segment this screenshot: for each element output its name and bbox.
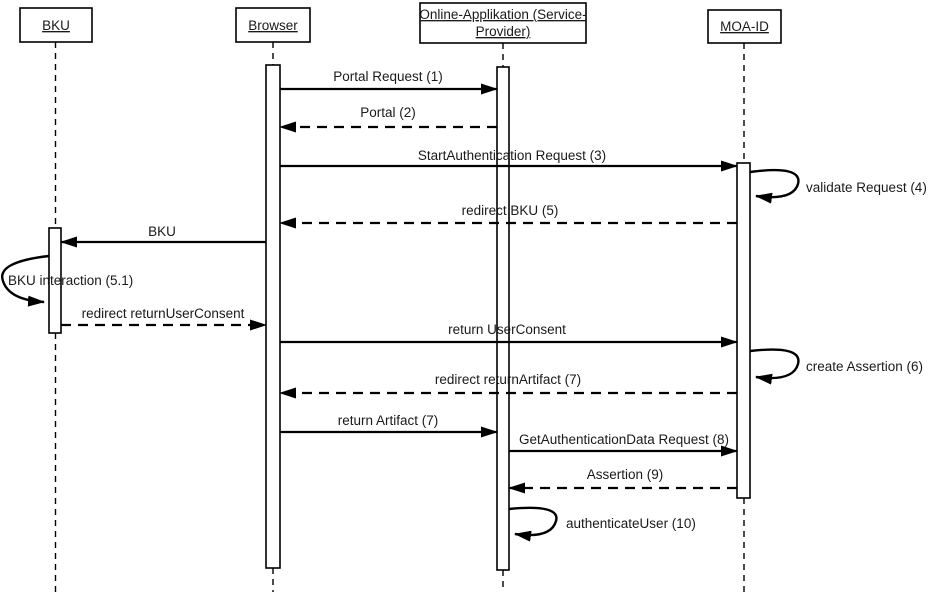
self-message-loop [749, 168, 800, 204]
actor-online-applikation: Online-Applikation (Service- Provider) [419, 2, 587, 44]
messages: Portal Request (1) Portal (2) StartAuthe… [1, 69, 927, 542]
message-redirect-return-user-consent: redirect returnUserConsent [61, 306, 267, 331]
actor-box-online-applikation [419, 2, 587, 44]
message-get-authentication-data-request: GetAuthenticationData Request (8) [509, 432, 738, 457]
message-label: BKU [148, 224, 176, 239]
message-label: authenticateUser (10) [566, 516, 696, 531]
activation-bar-browser [265, 64, 281, 569]
message-redirect-bku: redirect BKU (5) [279, 203, 737, 229]
actor-box-browser [235, 7, 311, 43]
message-validate-request: validate Request (4) [749, 168, 927, 204]
message-label: Portal (2) [360, 105, 416, 120]
actor-moa-id: MOA-ID [707, 9, 782, 44]
actor-heads: BKU Browser Online-Applikation (Service-… [19, 2, 782, 44]
message-return-user-consent: return UserConsent [280, 322, 738, 348]
message-portal-request: Portal Request (1) [280, 69, 498, 95]
message-label: BKU interaction (5.1) [8, 273, 133, 288]
actor-box-moa-id [707, 9, 782, 44]
message-label: validate Request (4) [806, 180, 927, 195]
message-label: return UserConsent [448, 322, 566, 337]
actor-label-online-applikation-line2: Provider) [476, 24, 531, 39]
message-label: Portal Request (1) [333, 69, 443, 84]
message-label: return Artifact (7) [338, 413, 439, 428]
message-label: StartAuthentication Request (3) [418, 148, 606, 163]
actor-label-online-applikation-line1: Online-Applikation (Service- [419, 7, 586, 22]
message-start-authentication-request: StartAuthentication Request (3) [280, 148, 738, 172]
actor-box-bku [19, 7, 93, 43]
actor-label-browser: Browser [248, 18, 298, 33]
message-create-assertion: create Assertion (6) [749, 348, 923, 385]
actor-bku: BKU [19, 7, 93, 43]
activation-bar-moa-id [736, 162, 751, 499]
self-message-loop [508, 506, 558, 542]
actor-browser: Browser [235, 7, 311, 43]
message-label: create Assertion (6) [806, 359, 923, 374]
message-label: Assertion (9) [587, 467, 664, 482]
message-label: redirect BKU (5) [462, 203, 559, 218]
message-portal: Portal (2) [279, 105, 497, 133]
message-authenticate-user: authenticateUser (10) [508, 506, 696, 542]
message-bku: BKU [60, 224, 266, 248]
message-redirect-return-artifact: redirect returnArtifact (7) [279, 372, 737, 399]
message-return-artifact: return Artifact (7) [280, 413, 498, 438]
activation-bar-bku [48, 227, 62, 334]
actor-label-bku: BKU [42, 18, 70, 33]
message-label: redirect returnUserConsent [82, 306, 245, 321]
self-message-loop [749, 348, 800, 385]
message-label: redirect returnArtifact (7) [435, 372, 581, 387]
lifelines [54, 42, 745, 592]
message-assertion: Assertion (9) [508, 467, 737, 494]
activation-bar-online-applikation [496, 66, 510, 571]
self-message-loop [1, 254, 50, 307]
actor-label-moa-id: MOA-ID [720, 19, 769, 34]
activation-bars [48, 64, 751, 571]
message-label: GetAuthenticationData Request (8) [519, 432, 729, 447]
message-bku-interaction: BKU interaction (5.1) [1, 254, 133, 307]
